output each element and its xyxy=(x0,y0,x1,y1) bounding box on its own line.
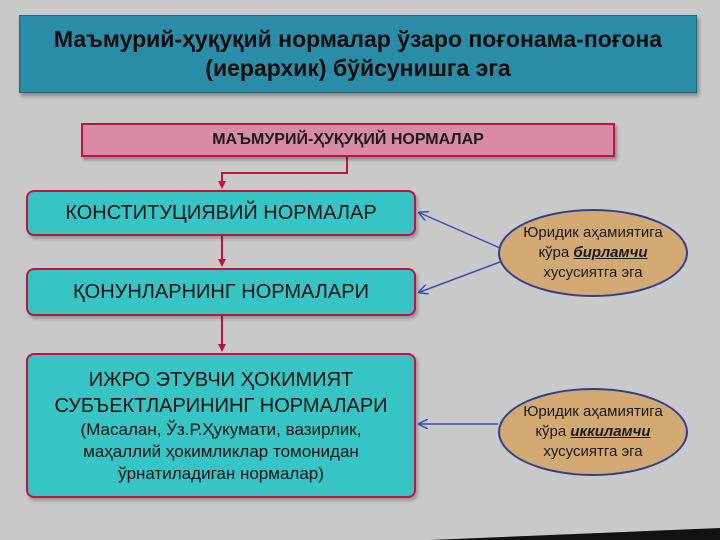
node-executive-norms: ИЖРО ЭТУВЧИ ҲОКИМИЯТ СУБЪЕКТЛАРИНИНГ НОР… xyxy=(26,353,416,498)
note-secondary-line-3: хусусиятга эга xyxy=(543,443,643,460)
note-secondary-line-2: кўра иккиламчи xyxy=(535,422,650,442)
note-primary-line-3: хусусиятга эга xyxy=(543,264,643,281)
note-primary-emphasis: бирламчи xyxy=(573,244,648,261)
note-arrow-primary-to-constitutional xyxy=(420,213,501,249)
flow-arrow-root-to-constitutional xyxy=(218,157,348,189)
executive-sub-1: (Масалан, Ўз.Р.Ҳукумати, вазирлик, xyxy=(80,419,362,439)
note-arrow-primary-to-laws xyxy=(420,261,501,292)
note-primary-line-1: Юридик аҳамиятига xyxy=(523,224,663,241)
executive-sub-2: маҳаллий ҳокимликлар томонидан xyxy=(83,441,359,461)
slide-title: Маъмурий-ҳуқуқий нормалар ўзаро поғонама… xyxy=(19,15,697,93)
executive-line-2: СУБЪЕКТЛАРИНИНГ НОРМАЛАРИ xyxy=(54,394,388,417)
node-constitutional-norms: КОНСТИТУЦИЯВИЙ НОРМАЛАР xyxy=(26,190,416,236)
executive-sub-3: ўрнатиладиган нормалар) xyxy=(118,463,324,483)
note-secondary-line-1: Юридик аҳамиятига xyxy=(523,403,663,420)
title-line-2: (иерархик) бўйсунишга эга xyxy=(205,55,511,81)
note-secondary-emphasis: иккиламчи xyxy=(570,423,651,440)
note-primary: Юридик аҳамиятига кўра бирламчи хусусият… xyxy=(498,209,688,297)
title-line-1: Маъмурий-ҳуқуқий нормалар ўзаро поғонама… xyxy=(53,26,663,52)
root-node: МАЪМУРИЙ-ҲУҚУҚИЙ НОРМАЛАР xyxy=(81,123,615,157)
corner-decoration xyxy=(430,528,720,540)
note-primary-line-2: кўра бирламчи xyxy=(538,243,647,263)
note-secondary-prefix: кўра xyxy=(535,423,571,440)
note-secondary: Юридик аҳамиятига кўра иккиламчи хусусия… xyxy=(498,388,688,476)
node-law-norms: ҚОНУНЛАРНИНГ НОРМАЛАРИ xyxy=(26,268,416,316)
note-primary-prefix: кўра xyxy=(538,244,574,261)
executive-line-1: ИЖРО ЭТУВЧИ ҲОКИМИЯТ xyxy=(88,368,354,391)
